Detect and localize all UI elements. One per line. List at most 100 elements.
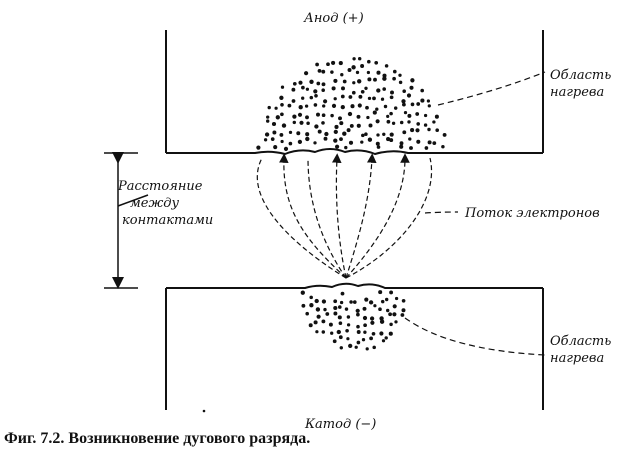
heat-dot [409, 85, 414, 90]
heat-dot [316, 314, 321, 319]
anode-heat-label-line-1: Область [550, 68, 611, 83]
heat-dot [321, 69, 326, 74]
heat-dot [291, 87, 296, 92]
heat-dot [270, 137, 275, 141]
heat-dot [297, 139, 303, 145]
heat-dot [388, 331, 393, 336]
heat-dot [330, 113, 334, 118]
heat-dot [348, 140, 354, 145]
heat-dot [346, 323, 351, 327]
heat-dot [369, 336, 373, 341]
heat-dot [355, 308, 360, 313]
heat-dot [336, 329, 341, 335]
heat-dot [344, 307, 349, 311]
heat-dot [423, 123, 428, 127]
heat-dot [368, 123, 373, 128]
heat-dot [358, 94, 363, 99]
heat-dot [305, 311, 309, 316]
heat-dot [378, 290, 383, 295]
heat-dot [360, 89, 365, 94]
heat-dot [313, 89, 318, 94]
heat-dot [280, 85, 285, 89]
heat-dot [366, 115, 370, 120]
heat-dot [338, 61, 343, 66]
heat-dot [401, 308, 406, 313]
heat-dot [338, 335, 343, 340]
heat-dot [281, 123, 287, 128]
heat-dot [333, 129, 338, 135]
heat-dot [367, 59, 371, 64]
heat-dot [346, 315, 351, 319]
heat-dot [382, 87, 386, 91]
heat-dot [410, 128, 415, 133]
heat-dot [316, 112, 320, 117]
heat-dot [379, 316, 384, 321]
anode-heat-region [256, 56, 447, 151]
heat-dot [355, 70, 360, 75]
heat-dot [338, 116, 342, 121]
heat-dot [333, 97, 337, 101]
heat-dot [321, 330, 326, 334]
heat-dot [416, 122, 421, 126]
heat-dot [385, 297, 389, 302]
heat-dot [364, 86, 368, 90]
heat-dot [340, 104, 345, 110]
heat-dot [398, 73, 402, 77]
heat-dot [390, 90, 394, 95]
heat-dot [376, 70, 381, 75]
heat-dot [331, 103, 337, 108]
heat-dot [391, 121, 396, 125]
heat-dot [338, 305, 342, 309]
heat-dot [364, 297, 369, 302]
heat-dot [304, 71, 309, 76]
heat-dot [363, 323, 367, 328]
heat-dot [376, 133, 380, 137]
heat-dot [368, 300, 374, 305]
heat-dot [346, 128, 351, 133]
leader-lines [404, 71, 546, 356]
heat-dot [432, 141, 437, 146]
heat-dot [373, 77, 377, 82]
heat-dot [272, 130, 277, 135]
heat-dot [357, 56, 362, 61]
distance-label-line-1: Расстояние [117, 179, 203, 194]
heat-dot [376, 145, 381, 149]
heat-dot [352, 57, 356, 61]
heat-dot [324, 131, 329, 137]
heat-dot [372, 110, 377, 115]
heat-dot [314, 124, 319, 129]
heat-dot [317, 69, 322, 73]
heat-dot [333, 78, 338, 83]
heat-dot [382, 73, 387, 78]
heat-dot [333, 311, 338, 316]
heat-dot [403, 110, 408, 115]
heat-dot [367, 137, 373, 142]
heat-dot [280, 112, 284, 117]
heat-dot [357, 79, 362, 84]
heat-dot [380, 299, 385, 304]
heat-dot [298, 80, 303, 85]
heat-dot [374, 60, 379, 65]
heat-dot [333, 299, 338, 304]
heat-dot [389, 111, 393, 116]
heat-dot [297, 112, 303, 117]
heat-dot [375, 141, 380, 146]
heat-dot [386, 114, 390, 118]
heat-dot [321, 88, 325, 92]
heat-dot [383, 104, 388, 109]
heat-dot [309, 95, 314, 100]
heat-dot [389, 322, 393, 327]
heat-dot [399, 120, 404, 125]
heat-dot [373, 304, 377, 308]
cathode-label: Катод (−) [304, 417, 376, 432]
electron-flow-label: Поток электронов [464, 206, 600, 221]
heat-dot [339, 137, 343, 142]
heat-dot [378, 307, 382, 312]
heat-dot [340, 291, 345, 296]
heat-dot [398, 80, 403, 85]
heat-dot [362, 315, 368, 321]
heat-dot [349, 300, 353, 304]
figure-caption: Фиг. 7.2. Возникновение дугового разряда… [4, 430, 311, 447]
heat-dot [292, 81, 297, 86]
heat-dot [335, 144, 340, 149]
